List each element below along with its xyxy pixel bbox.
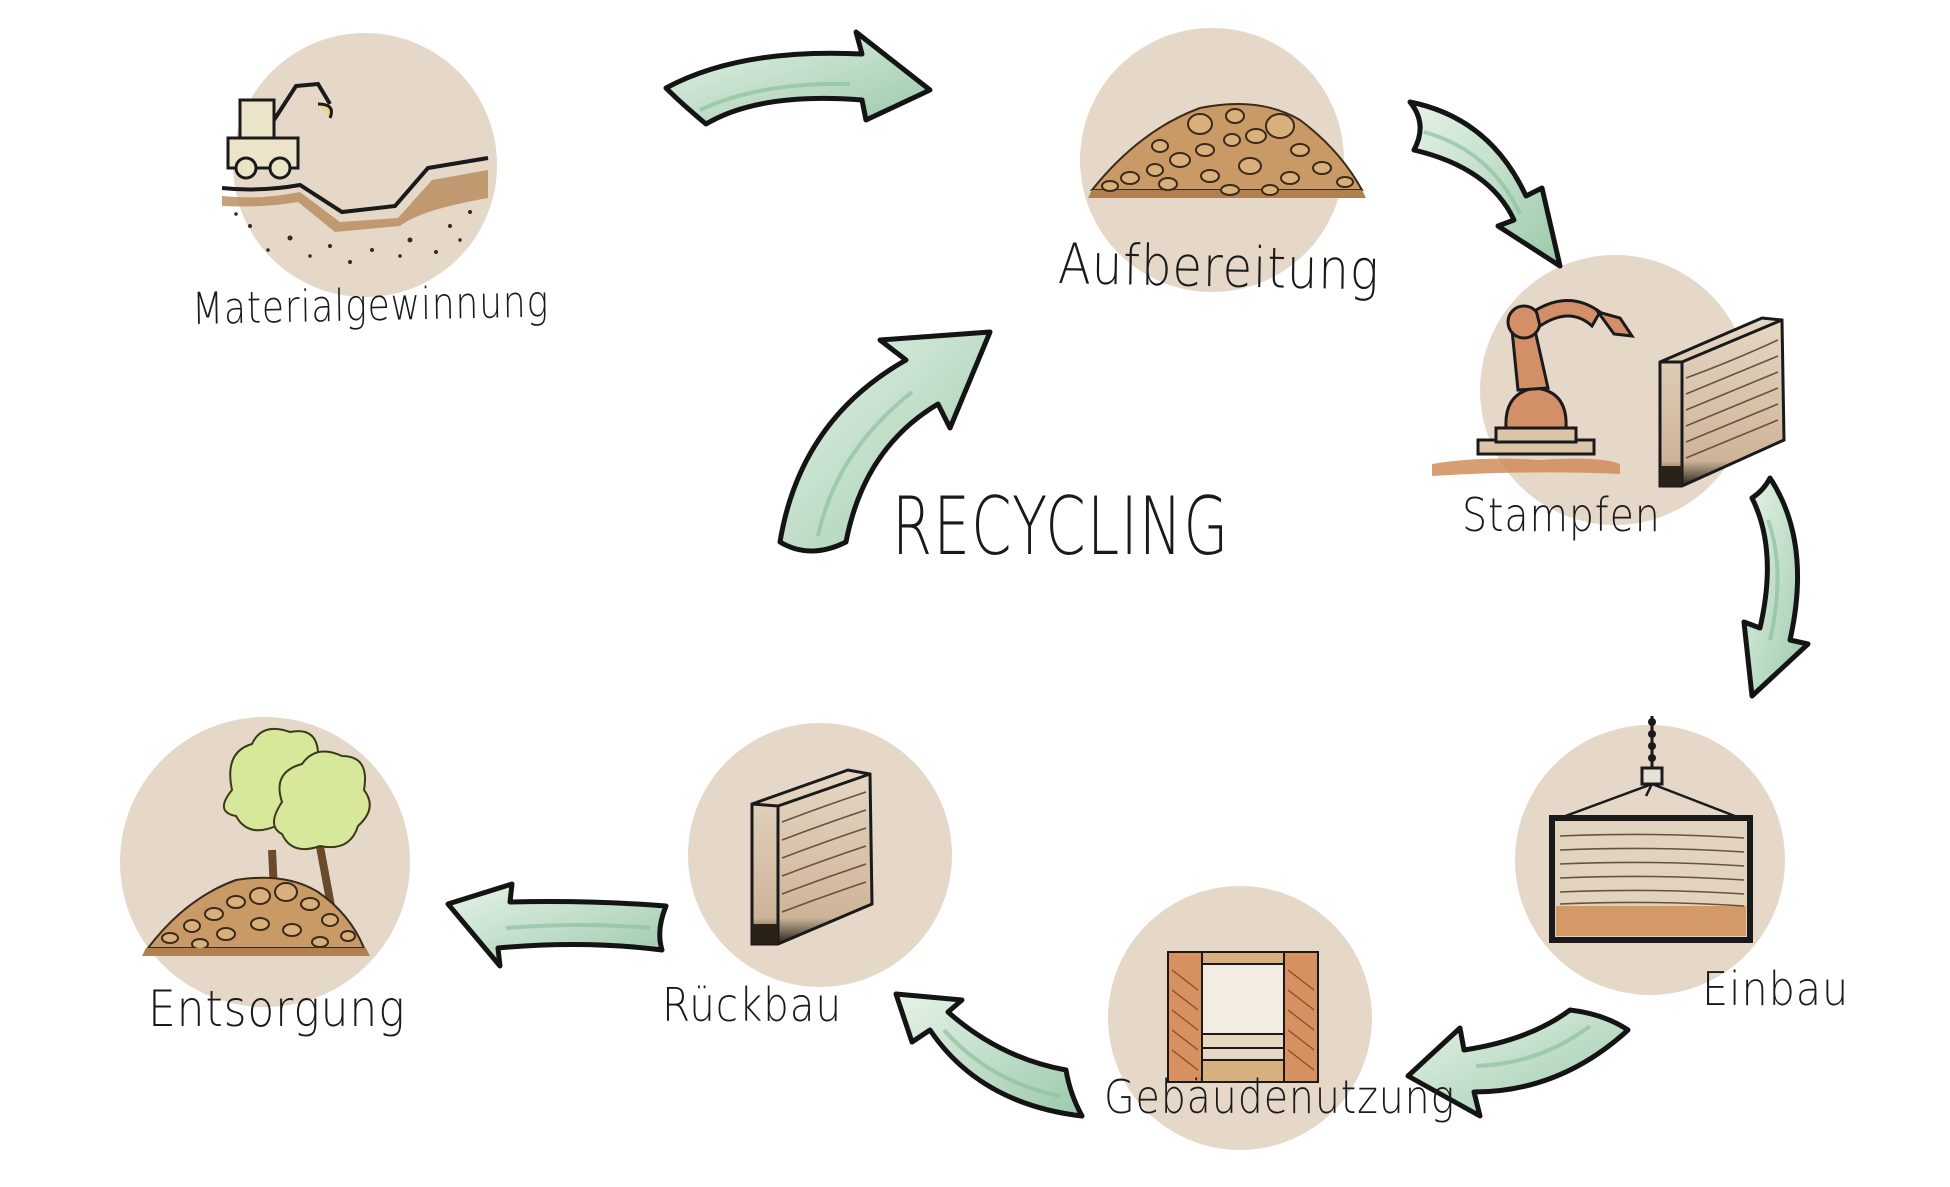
arrow-gebaeudenutzung-to-rueckbau bbox=[893, 991, 1085, 1119]
robot-arm-rammed-wall-icon bbox=[1432, 299, 1786, 488]
earth-pile-with-trees-icon bbox=[142, 728, 371, 956]
arrow-materialgewinnung-to-aufbereitung bbox=[663, 29, 933, 127]
earth-pile-icon bbox=[1088, 103, 1366, 198]
crane-lifted-wall-panel-icon bbox=[1549, 716, 1753, 943]
stage-label-stampfen: Stampfen bbox=[1462, 488, 1661, 542]
rammed-earth-wall-icon bbox=[750, 768, 874, 946]
stage-label-entsorgung: Entsorgung bbox=[148, 980, 406, 1038]
stage-circle-materialgewinnung bbox=[233, 33, 497, 297]
recycling-label: RECYCLING bbox=[892, 480, 1230, 573]
stage-label-aufbereitung: Aufbereitung bbox=[1057, 232, 1380, 304]
stage-label-materialgewinnung: Materialgewinnung bbox=[191, 276, 550, 335]
stage-label-einbau: Einbau bbox=[1702, 962, 1850, 1016]
arrow-aufbereitung-to-stampfen bbox=[1407, 99, 1563, 269]
stage-label-gebaeudenutzung: Gebäudenutzung bbox=[1104, 1070, 1456, 1124]
stage-label-rueckbau: Rückbau bbox=[662, 978, 842, 1032]
building-section-icon bbox=[1167, 951, 1319, 1083]
excavator-icon bbox=[221, 81, 489, 264]
